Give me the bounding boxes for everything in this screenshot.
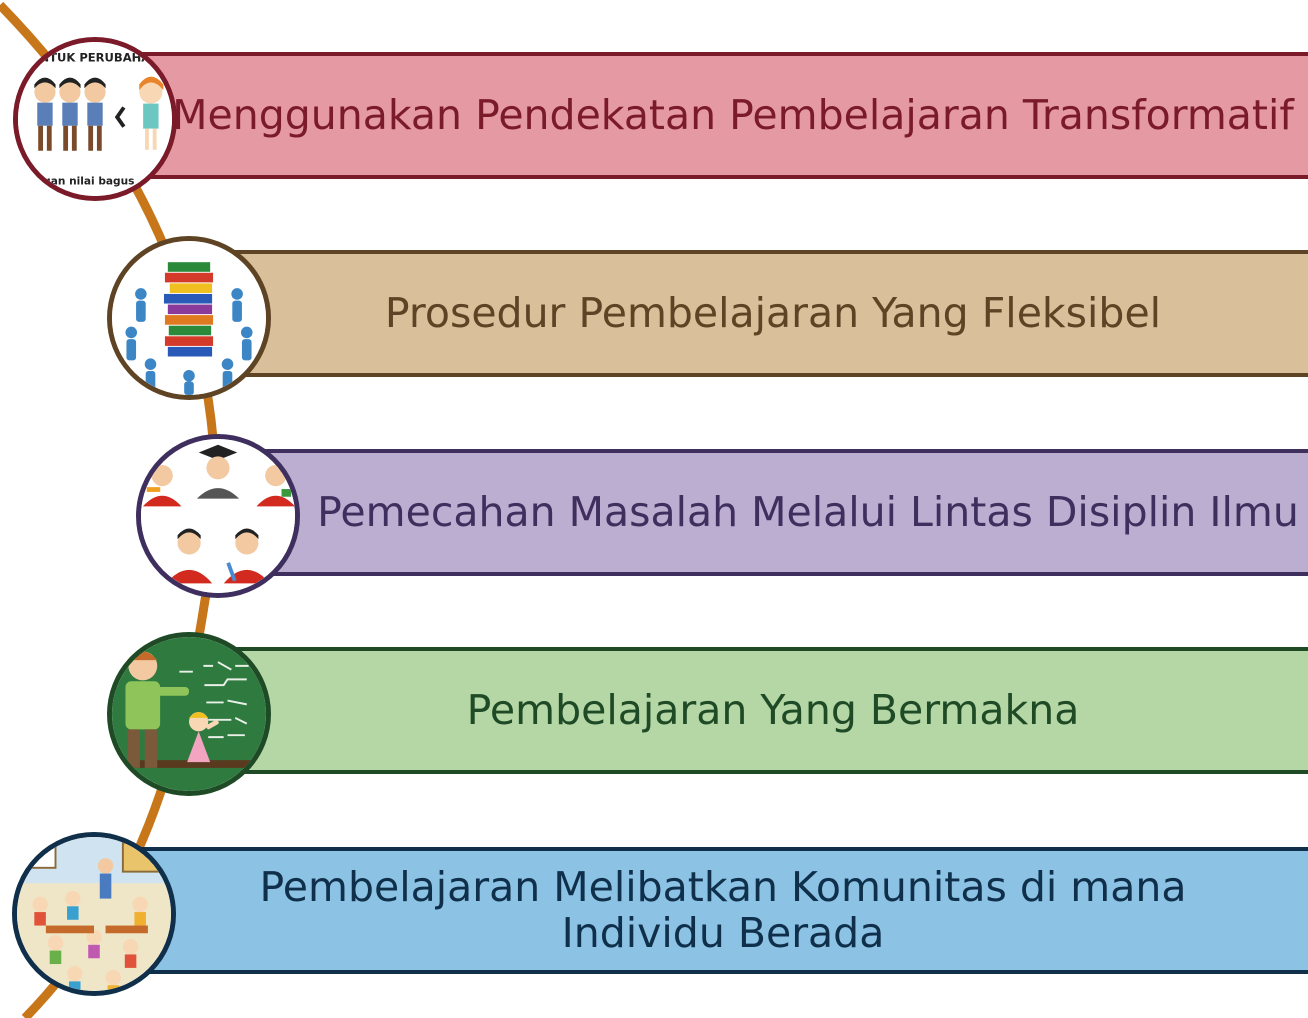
teacher-blackboard-illustration (112, 637, 266, 791)
item-band-1: Menggunakan Pendekatan Pembelajaran Tran… (130, 52, 1308, 179)
chalk-formulas (179, 661, 249, 739)
child-figure-2 (59, 77, 81, 151)
item-band-4: Pembelajaran Yang Bermakna (230, 647, 1308, 774)
child-figure-4 (139, 76, 164, 150)
book-stack (163, 262, 214, 357)
student-figure-left-bottom (166, 528, 213, 584)
child-figure (187, 712, 219, 763)
item-image-3 (136, 434, 300, 598)
item-band-3: Pemecahan Masalah Melalui Lintas Disipli… (260, 449, 1308, 576)
item-image-2 (107, 236, 271, 400)
children-comparison-illustration: UNTUK PERUBAHAN dengan nilai bagus (18, 42, 172, 196)
item-label-5: Pembelajaran Melibatkan Komunitas di man… (259, 862, 1187, 957)
graduate-figure (196, 444, 240, 499)
item-image-5 (12, 832, 176, 996)
item-label-4: Pembelajaran Yang Bermakna (466, 685, 1080, 734)
teacher-figure (125, 651, 189, 768)
item-band-2: Prosedur Pembelajaran Yang Fleksibel (230, 250, 1308, 377)
student-figure-right-bottom (223, 528, 270, 584)
people-around-books-illustration (112, 241, 266, 395)
item-image-4 (107, 632, 271, 796)
child-figure-1 (34, 77, 56, 151)
item-image-1: UNTUK PERUBAHAN dengan nilai bagus (13, 37, 177, 201)
item-label-2: Prosedur Pembelajaran Yang Fleksibel (384, 288, 1162, 337)
teacher-in-class (97, 858, 114, 899)
item-label-3: Pemecahan Masalah Melalui Lintas Disipli… (317, 487, 1299, 536)
caption-untuk-perubahan: UNTUK PERUBAHAN (30, 50, 160, 64)
child-figure-3 (84, 77, 106, 151)
students-discussion-illustration (141, 439, 295, 593)
classroom-community-illustration (17, 837, 171, 991)
student-figure-left-top (142, 464, 182, 507)
item-band-5: Pembelajaran Melibatkan Komunitas di man… (130, 847, 1308, 974)
item-label-1: Menggunakan Pendekatan Pembelajaran Tran… (172, 90, 1294, 139)
kids-group (32, 890, 148, 991)
